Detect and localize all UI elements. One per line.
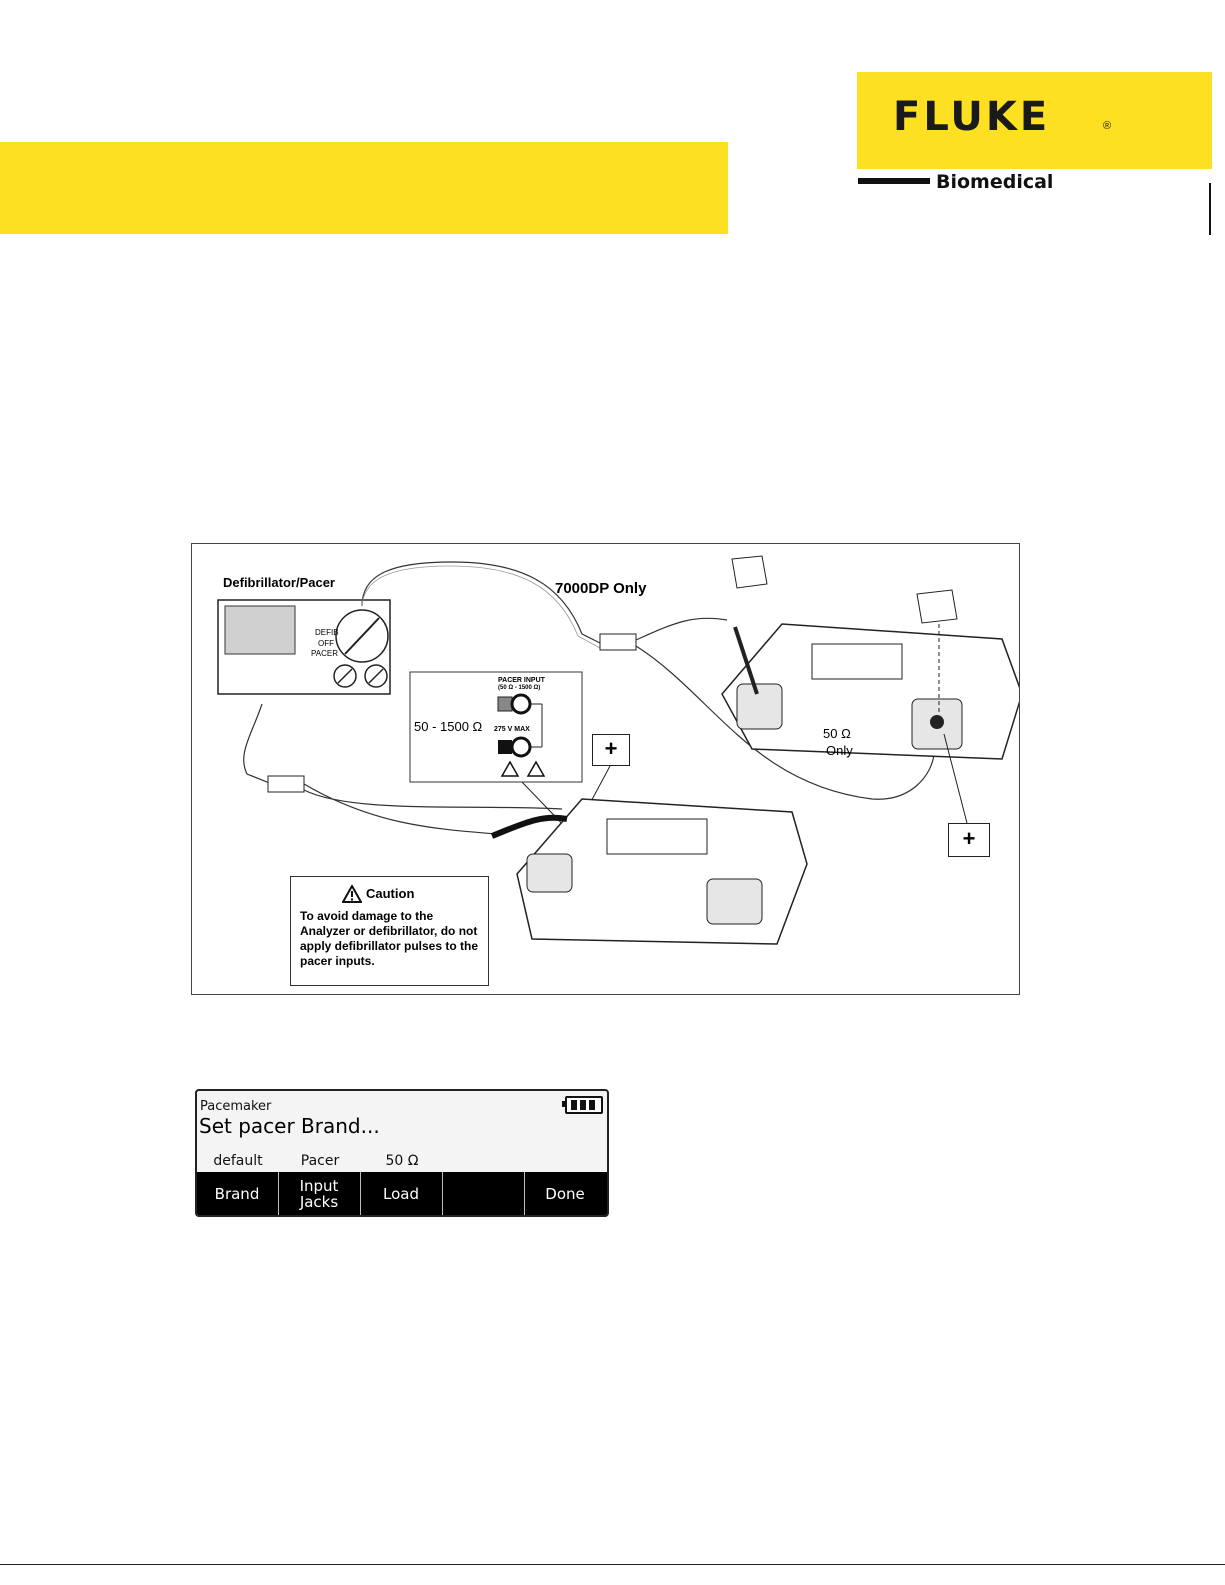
input-jacks-value: Pacer <box>300 1153 340 1169</box>
warning-icon <box>500 760 520 777</box>
softkey-label: Input <box>299 1176 339 1195</box>
max-voltage-label: 275 V MAX <box>494 726 530 733</box>
brand-softkey[interactable]: Brand <box>197 1172 277 1215</box>
brand-value: default <box>213 1153 263 1169</box>
diagram-drawing <box>217 555 1019 945</box>
blank-softkey[interactable] <box>443 1172 523 1215</box>
softkey-bar: Brand Input Jacks Load Done <box>197 1172 607 1215</box>
softkey-label: Brand <box>214 1184 260 1203</box>
analyzer-display <box>606 818 708 855</box>
battery-full-icon <box>562 1096 603 1114</box>
softkey-label: Load <box>383 1184 419 1203</box>
load-range-label: 50 - 1500 Ω <box>414 719 483 734</box>
plus-jack-icon <box>510 693 532 715</box>
analyzer-lcd: Pacemaker Set pacer Brand... default Pac… <box>195 1089 609 1217</box>
dial-defib: DEFIB <box>315 628 339 637</box>
load-softkey[interactable]: Load <box>361 1172 441 1215</box>
plus-callout: + <box>592 734 630 766</box>
fixed-load-note: Only <box>826 743 853 758</box>
done-softkey[interactable]: Done <box>525 1172 605 1215</box>
pacer-input-range: (50 Ω - 1500 Ω) <box>498 685 541 691</box>
caution-callout: Caution To avoid damage to the Analyzer … <box>290 876 489 986</box>
defibrillator-screen <box>224 605 296 655</box>
header-yellow-band <box>0 142 728 234</box>
logo-wordmark: FLUKE <box>893 94 1051 140</box>
softkey-values: default Pacer 50 Ω <box>197 1153 607 1173</box>
caution-title: Caution <box>366 886 415 901</box>
paddle-pad-icon <box>916 589 958 624</box>
warning-icon <box>526 760 546 777</box>
device-label: Defibrillator/Pacer <box>223 575 335 590</box>
paddle-pad-icon <box>731 555 768 589</box>
header-right-rule <box>1209 183 1211 235</box>
logo-subtitle: Biomedical <box>936 171 1054 193</box>
pacer-input-label: PACER INPUT <box>498 677 545 684</box>
warning-icon <box>342 885 362 903</box>
input-jacks-softkey[interactable]: Input Jacks <box>279 1172 359 1215</box>
fixed-load-label: 50 Ω <box>823 726 851 741</box>
caution-text: To avoid damage to the Analyzer or defib… <box>300 909 479 968</box>
dial-off: OFF <box>318 639 334 648</box>
cable-connector <box>599 633 637 651</box>
model-note: 7000DP Only <box>555 580 647 597</box>
load-value: 50 Ω <box>385 1153 419 1169</box>
cable-connector <box>267 775 305 793</box>
connection-diagram: Defibrillator/Pacer 7000DP Only DEFIB OF… <box>191 543 1020 995</box>
dial-pacer: PACER <box>311 649 338 658</box>
fluke-logo: FLUKE ® <box>857 72 1212 169</box>
logo-underline <box>858 178 930 184</box>
screen-prompt: Set pacer Brand... <box>199 1114 380 1138</box>
plus-callout: + <box>948 823 990 857</box>
pacer-input-callout <box>409 671 583 783</box>
softkey-label-line2: Jacks <box>299 1192 339 1211</box>
softkey-label: Done <box>545 1184 585 1203</box>
pacer-lead-plug <box>490 814 568 839</box>
registered-mark: ® <box>1103 120 1112 132</box>
footer-rule <box>0 1564 1225 1565</box>
minus-jack-icon <box>510 736 532 758</box>
analyzer-display <box>811 643 903 680</box>
screen-title: Pacemaker <box>200 1099 272 1114</box>
